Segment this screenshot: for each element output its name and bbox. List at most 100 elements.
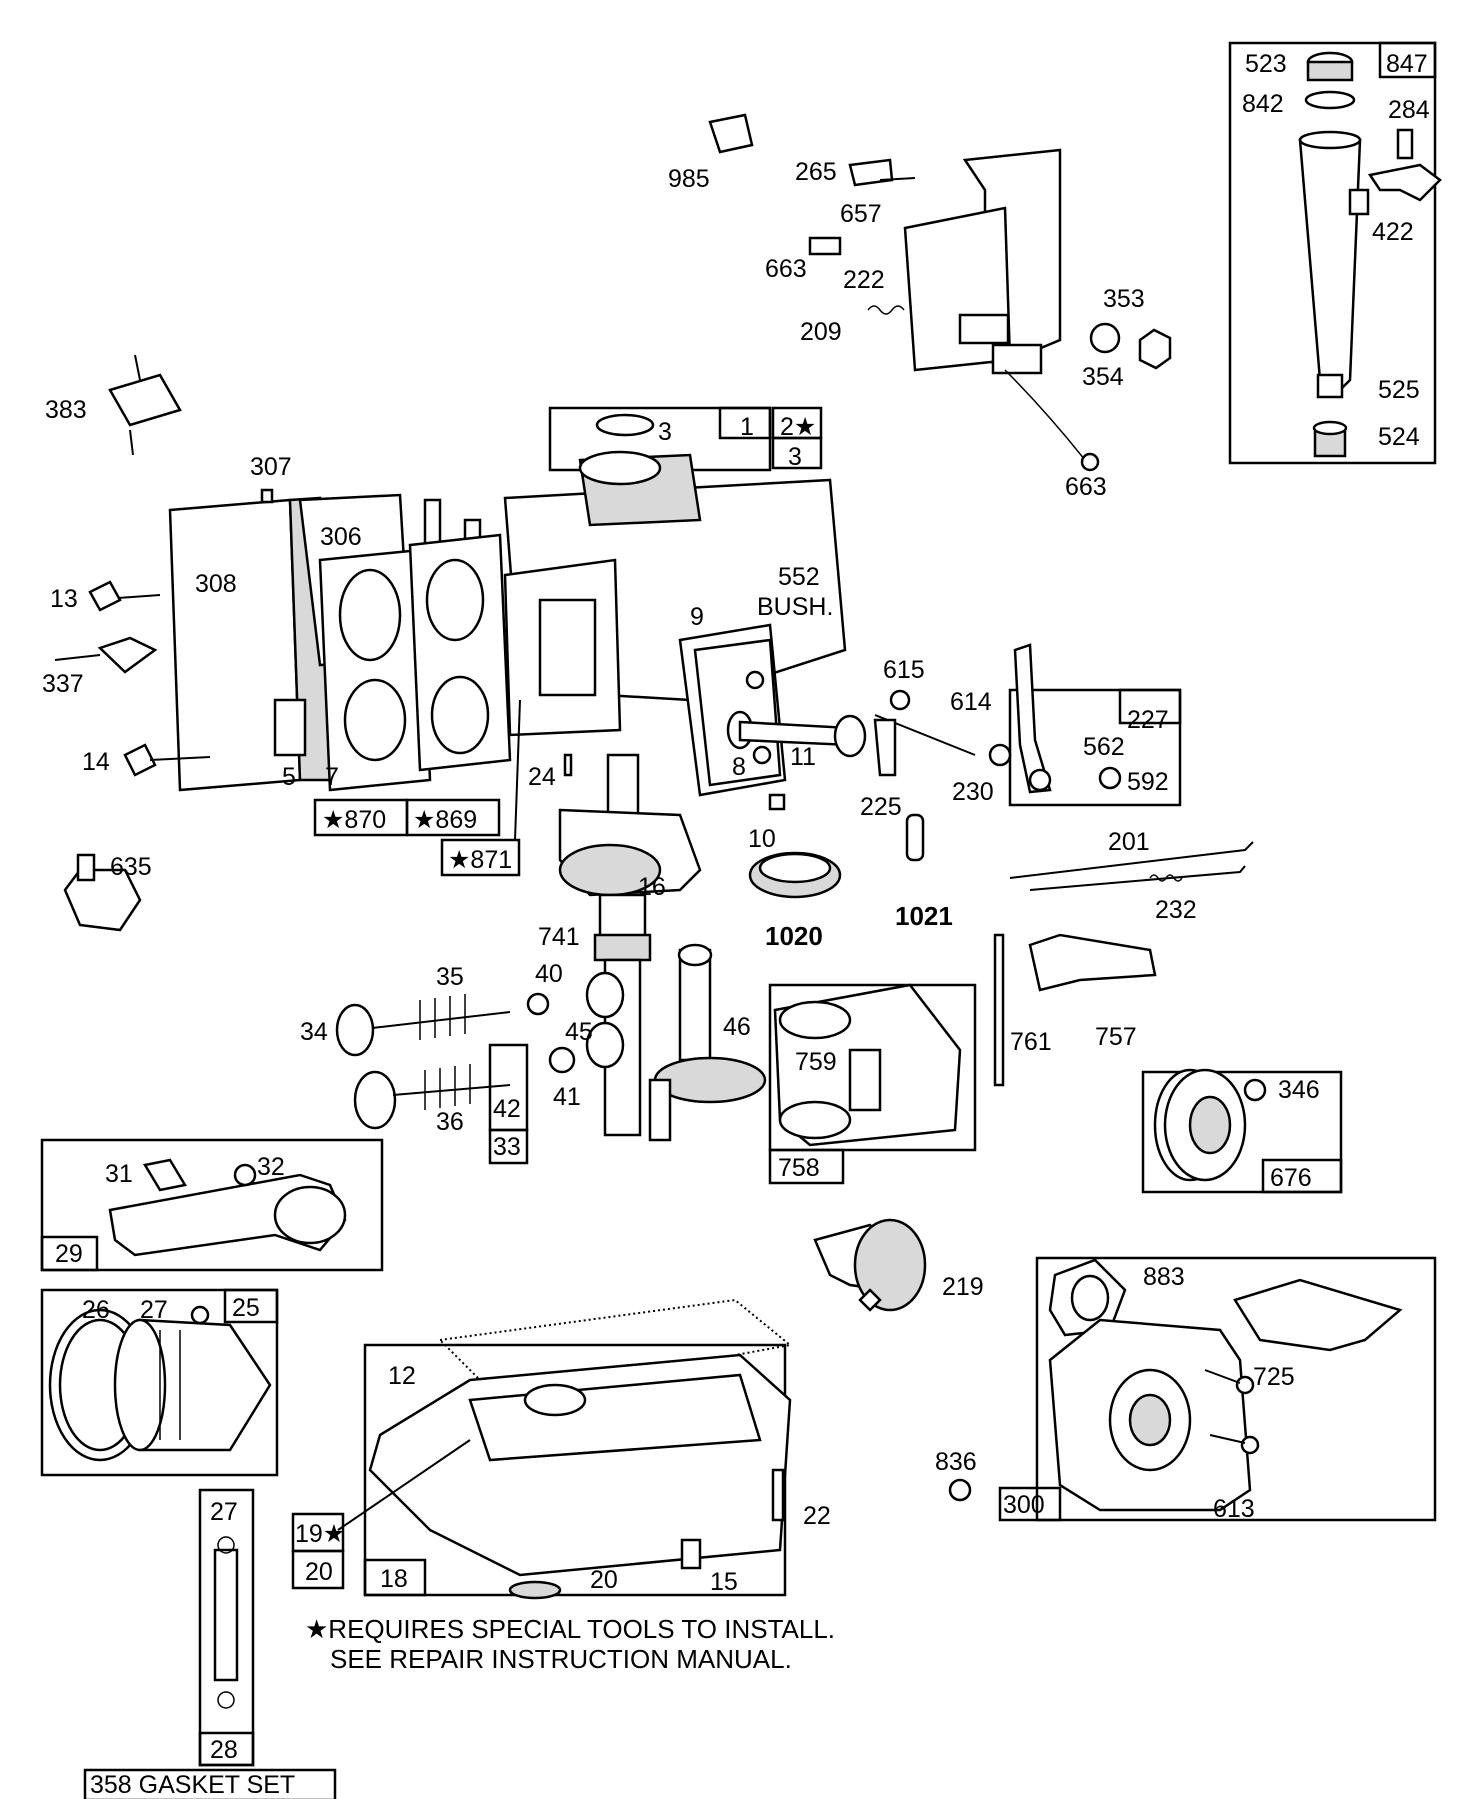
- label-265: 265: [795, 158, 837, 186]
- screw-836: [948, 1478, 972, 1502]
- label-524: 524: [1378, 423, 1420, 451]
- spring-209: [867, 305, 905, 315]
- labels: 523 847 842 284 422 525 524 985 265 657 …: [42, 50, 1430, 1799]
- bolt-31: [143, 1158, 187, 1192]
- label-307: 307: [250, 453, 292, 481]
- nut-592: [1098, 766, 1122, 790]
- bracket-tab: [1348, 188, 1370, 216]
- box-20: [291, 1549, 345, 1590]
- label-985: 985: [668, 165, 710, 193]
- label-676: 676: [1270, 1164, 1312, 1192]
- label-18: 18: [380, 1565, 408, 1593]
- o-ring: [1304, 90, 1356, 110]
- label-614: 614: [950, 688, 992, 716]
- shaft-11: [738, 720, 852, 747]
- plate-tab2: [991, 343, 1043, 375]
- label-11: 11: [790, 743, 816, 771]
- box-871: [440, 838, 521, 877]
- dipstick-tube: [1298, 138, 1362, 397]
- sensor-337: [97, 636, 158, 674]
- label-757: 757: [1095, 1023, 1137, 1051]
- label-1: 1: [740, 413, 754, 441]
- label-12: 12: [388, 1362, 416, 1390]
- piston-group: [40, 1288, 279, 1477]
- label-32: 32: [257, 1153, 285, 1181]
- label-871: ★871: [448, 846, 512, 874]
- label-9: 9: [690, 603, 704, 631]
- tappet-41: [548, 1046, 576, 1074]
- nut-354: [1138, 328, 1172, 370]
- note-line-2: SEE REPAIR INSTRUCTION MANUAL.: [330, 1644, 792, 1674]
- plate-tab: [958, 313, 1010, 345]
- box-25: [223, 1288, 279, 1324]
- box-300: [998, 1486, 1062, 1522]
- label-46: 46: [723, 1013, 751, 1041]
- label-759: 759: [795, 1048, 837, 1076]
- label-870: ★870: [322, 806, 386, 834]
- label-562: 562: [1083, 733, 1125, 761]
- seal-20: [508, 1580, 562, 1600]
- label-552: 552: [778, 563, 820, 591]
- tube-end: [1316, 373, 1344, 399]
- label-20b: 20: [590, 1566, 618, 1594]
- tube-gasket: [213, 1548, 239, 1682]
- label-40: 40: [535, 960, 563, 988]
- part-219: [813, 1218, 927, 1312]
- bracket-422: [1367, 163, 1442, 202]
- cover-group: [678, 623, 867, 811]
- label-354: 354: [1082, 363, 1124, 391]
- cylinder-head-group: [54, 488, 573, 877]
- label-358-gasket-set: 358 GASKET SET: [90, 1771, 295, 1799]
- bolt-613: [1240, 1435, 1260, 1455]
- label-15: 15: [710, 1568, 738, 1596]
- label-222: 222: [843, 266, 885, 294]
- label-337: 337: [42, 670, 84, 698]
- label-5: 5: [282, 763, 296, 791]
- label-300: 300: [1003, 1491, 1045, 1519]
- bolt-22: [771, 1468, 785, 1522]
- label-3: 3: [658, 418, 672, 446]
- label-28: 28: [210, 1736, 238, 1764]
- label-25: 25: [232, 1294, 260, 1322]
- crankshaft-group: [558, 753, 702, 1137]
- screw-307: [260, 488, 274, 504]
- label-869: ★869: [413, 806, 477, 834]
- label-19: 19★: [295, 1520, 345, 1548]
- label-42: 42: [493, 1095, 521, 1123]
- flywheel-group: [1141, 1068, 1343, 1194]
- label-308: 308: [195, 570, 237, 598]
- fastener-383: [108, 354, 182, 456]
- label-14: 14: [82, 748, 110, 776]
- label-209: 209: [800, 318, 842, 346]
- box-847: [1378, 41, 1437, 79]
- box-227-frame: [1008, 688, 1182, 807]
- label-13: 13: [50, 585, 78, 613]
- label-36: 36: [436, 1108, 464, 1136]
- clip-615: [889, 689, 911, 711]
- label-29: 29: [55, 1240, 83, 1268]
- label-842: 842: [1242, 90, 1284, 118]
- box-869: [405, 798, 501, 837]
- box-33: [488, 1128, 529, 1165]
- screw-284: [1396, 128, 1414, 160]
- seal-3: [595, 413, 655, 437]
- gasket-set-group: [83, 1488, 337, 1799]
- dipstick-group: [1228, 41, 1442, 465]
- label-761: 761: [1010, 1028, 1052, 1056]
- link-232: [1029, 865, 1246, 891]
- label-8: 8: [732, 753, 746, 781]
- washer-353: [1089, 322, 1121, 354]
- valve-34: [335, 1003, 375, 1057]
- label-657: 657: [840, 200, 882, 228]
- box-muffler-frame: [1035, 1256, 1437, 1522]
- bolt-14-head: [123, 743, 157, 777]
- valve-group: [335, 992, 576, 1165]
- bracket-758-group: [768, 933, 1157, 1185]
- label-615: 615: [883, 656, 925, 684]
- lever-562: [1013, 643, 1052, 794]
- screw-663b: [1080, 452, 1100, 472]
- label-663a: 663: [765, 255, 807, 283]
- box-358: [83, 1768, 337, 1799]
- part-985: [708, 113, 754, 154]
- label-284: 284: [1388, 96, 1430, 124]
